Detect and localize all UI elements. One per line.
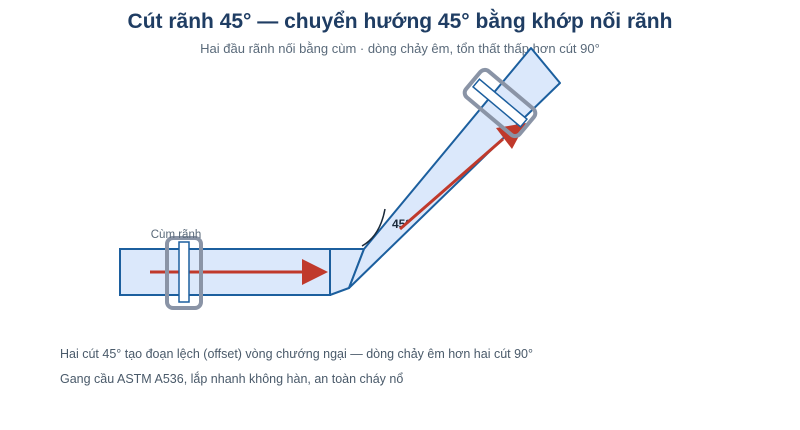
page-subtitle: Hai đầu rãnh nối bằng cùm · dòng chảy êm… xyxy=(200,41,600,56)
angle-arc xyxy=(361,208,386,247)
page-title: Cút rãnh 45° — chuyển hướng 45° bằng khớ… xyxy=(127,10,673,33)
flow-arrow-inlet-head xyxy=(302,259,328,285)
note-material: Gang cầu ASTM A536, lắp nhanh không hàn,… xyxy=(60,372,404,386)
coupling-left-gasket xyxy=(178,241,190,303)
angle-label: 45° xyxy=(392,217,410,231)
coupling-left xyxy=(165,236,203,310)
outlet-pipe xyxy=(348,47,561,289)
coupling-label: Cùm rãnh xyxy=(151,229,202,241)
note-offset: Hai cút 45° tạo đoạn lệch (offset) vòng … xyxy=(60,347,534,361)
coupling-right-gasket xyxy=(471,78,529,128)
flow-arrow-outlet-shaft xyxy=(399,137,504,231)
coupling-right xyxy=(462,67,538,139)
